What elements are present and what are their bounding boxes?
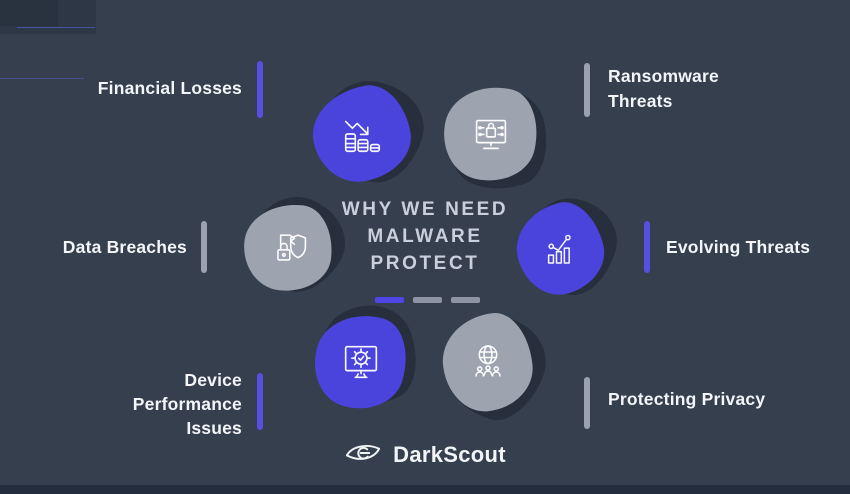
monitor-gear-icon — [315, 314, 406, 409]
label-device-performance-issues: Device Performance Issues — [132, 370, 242, 438]
center-title-line: WHY WE NEED — [341, 199, 509, 220]
coins-decline-icon — [313, 87, 410, 181]
brand-logo: DarkScout — [0, 438, 850, 472]
monitor-lock-icon — [444, 86, 537, 181]
footer-strip — [0, 485, 850, 494]
globe-users-icon — [443, 314, 532, 411]
accent-bar-evolving-threats — [644, 221, 650, 273]
pagination-dashes — [375, 297, 480, 303]
label-evolving-threats: Evolving Threats — [666, 237, 811, 257]
accent-bar-protecting-privacy — [584, 377, 590, 429]
shield-lock-icon — [244, 204, 332, 291]
pagination-dash — [413, 297, 442, 303]
center-title-line: PROTECT — [370, 253, 480, 274]
label-data-breaches: Data Breaches — [62, 237, 187, 257]
label-protecting-privacy: Protecting Privacy — [608, 389, 766, 409]
label-ransomware-threats: Ransomware Threats — [608, 66, 719, 111]
eye-orbit-logo-icon — [344, 440, 382, 471]
corner-decor-line — [17, 27, 95, 28]
blob-privacy-globe — [434, 303, 559, 432]
blob-ransomware-threats — [435, 77, 558, 200]
center-title-line: MALWARE — [367, 226, 483, 247]
corner-decor-rectangle — [0, 0, 58, 26]
pagination-dash-active — [375, 297, 404, 303]
label-financial-losses: Financial Losses — [97, 78, 242, 98]
center-title: WHY WE NEED MALWARE PROTECT — [330, 196, 520, 277]
blob-data-breaches — [234, 181, 360, 306]
pagination-dash — [451, 297, 480, 303]
blob-device-performance — [303, 292, 431, 420]
growth-chart-icon — [517, 204, 603, 294]
corner-decor-rectangle — [0, 0, 96, 34]
accent-bar-financial-losses — [257, 61, 263, 118]
blob-evolving-threats — [507, 188, 627, 304]
corner-decor-line — [0, 78, 84, 79]
brand-logo-text: DarkScout — [393, 442, 506, 467]
accent-bar-ransomware-threats — [584, 63, 590, 117]
accent-bar-device-performance — [257, 373, 263, 430]
blob-financial-losses — [305, 69, 434, 193]
accent-bar-data-breaches — [201, 221, 207, 273]
